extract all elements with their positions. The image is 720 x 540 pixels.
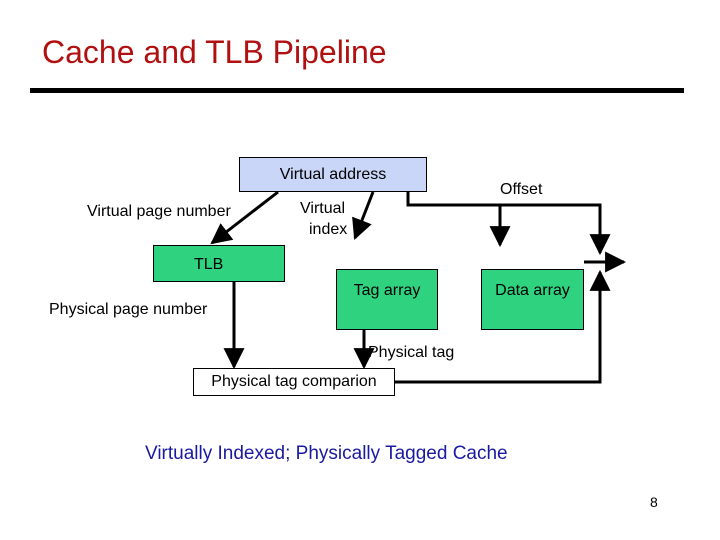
physical-tag-comparison-label: Physical tag comparion bbox=[211, 373, 377, 390]
vpn-arrow bbox=[210, 190, 279, 245]
caption: Virtually Indexed; Physically Tagged Cac… bbox=[145, 443, 508, 464]
tag-array-label: Tag array bbox=[353, 282, 421, 299]
slide-title: Cache and TLB Pipeline bbox=[42, 34, 387, 70]
virtual-index-label-1: Virtual bbox=[300, 200, 346, 217]
tlb-box: TLB bbox=[153, 245, 285, 282]
physical-page-number-label: Physical page number bbox=[49, 301, 208, 318]
physical-tag-comparison-box: Physical tag comparion bbox=[193, 368, 395, 396]
data-array-label: Data array bbox=[495, 282, 570, 299]
offset-right-path bbox=[500, 203, 611, 256]
offset-label: Offset bbox=[500, 181, 543, 198]
data-array-box: Data array bbox=[481, 269, 584, 330]
title-underline bbox=[30, 88, 684, 93]
virtual-address-label: Virtual address bbox=[279, 166, 387, 183]
tag-array-box: Tag array bbox=[336, 269, 438, 330]
physical-tag-label: Physical tag bbox=[368, 344, 455, 361]
virtual-address-box: Virtual address bbox=[239, 157, 427, 192]
virtual-index-label-2: index bbox=[309, 221, 348, 238]
virtual-page-number-label: Virtual page number bbox=[87, 203, 231, 220]
page-number: 8 bbox=[650, 494, 658, 510]
hit-path bbox=[395, 269, 611, 384]
offset-path bbox=[406, 192, 511, 248]
vindex-arrow bbox=[352, 191, 375, 240]
tlb-label: TLB bbox=[194, 256, 224, 273]
